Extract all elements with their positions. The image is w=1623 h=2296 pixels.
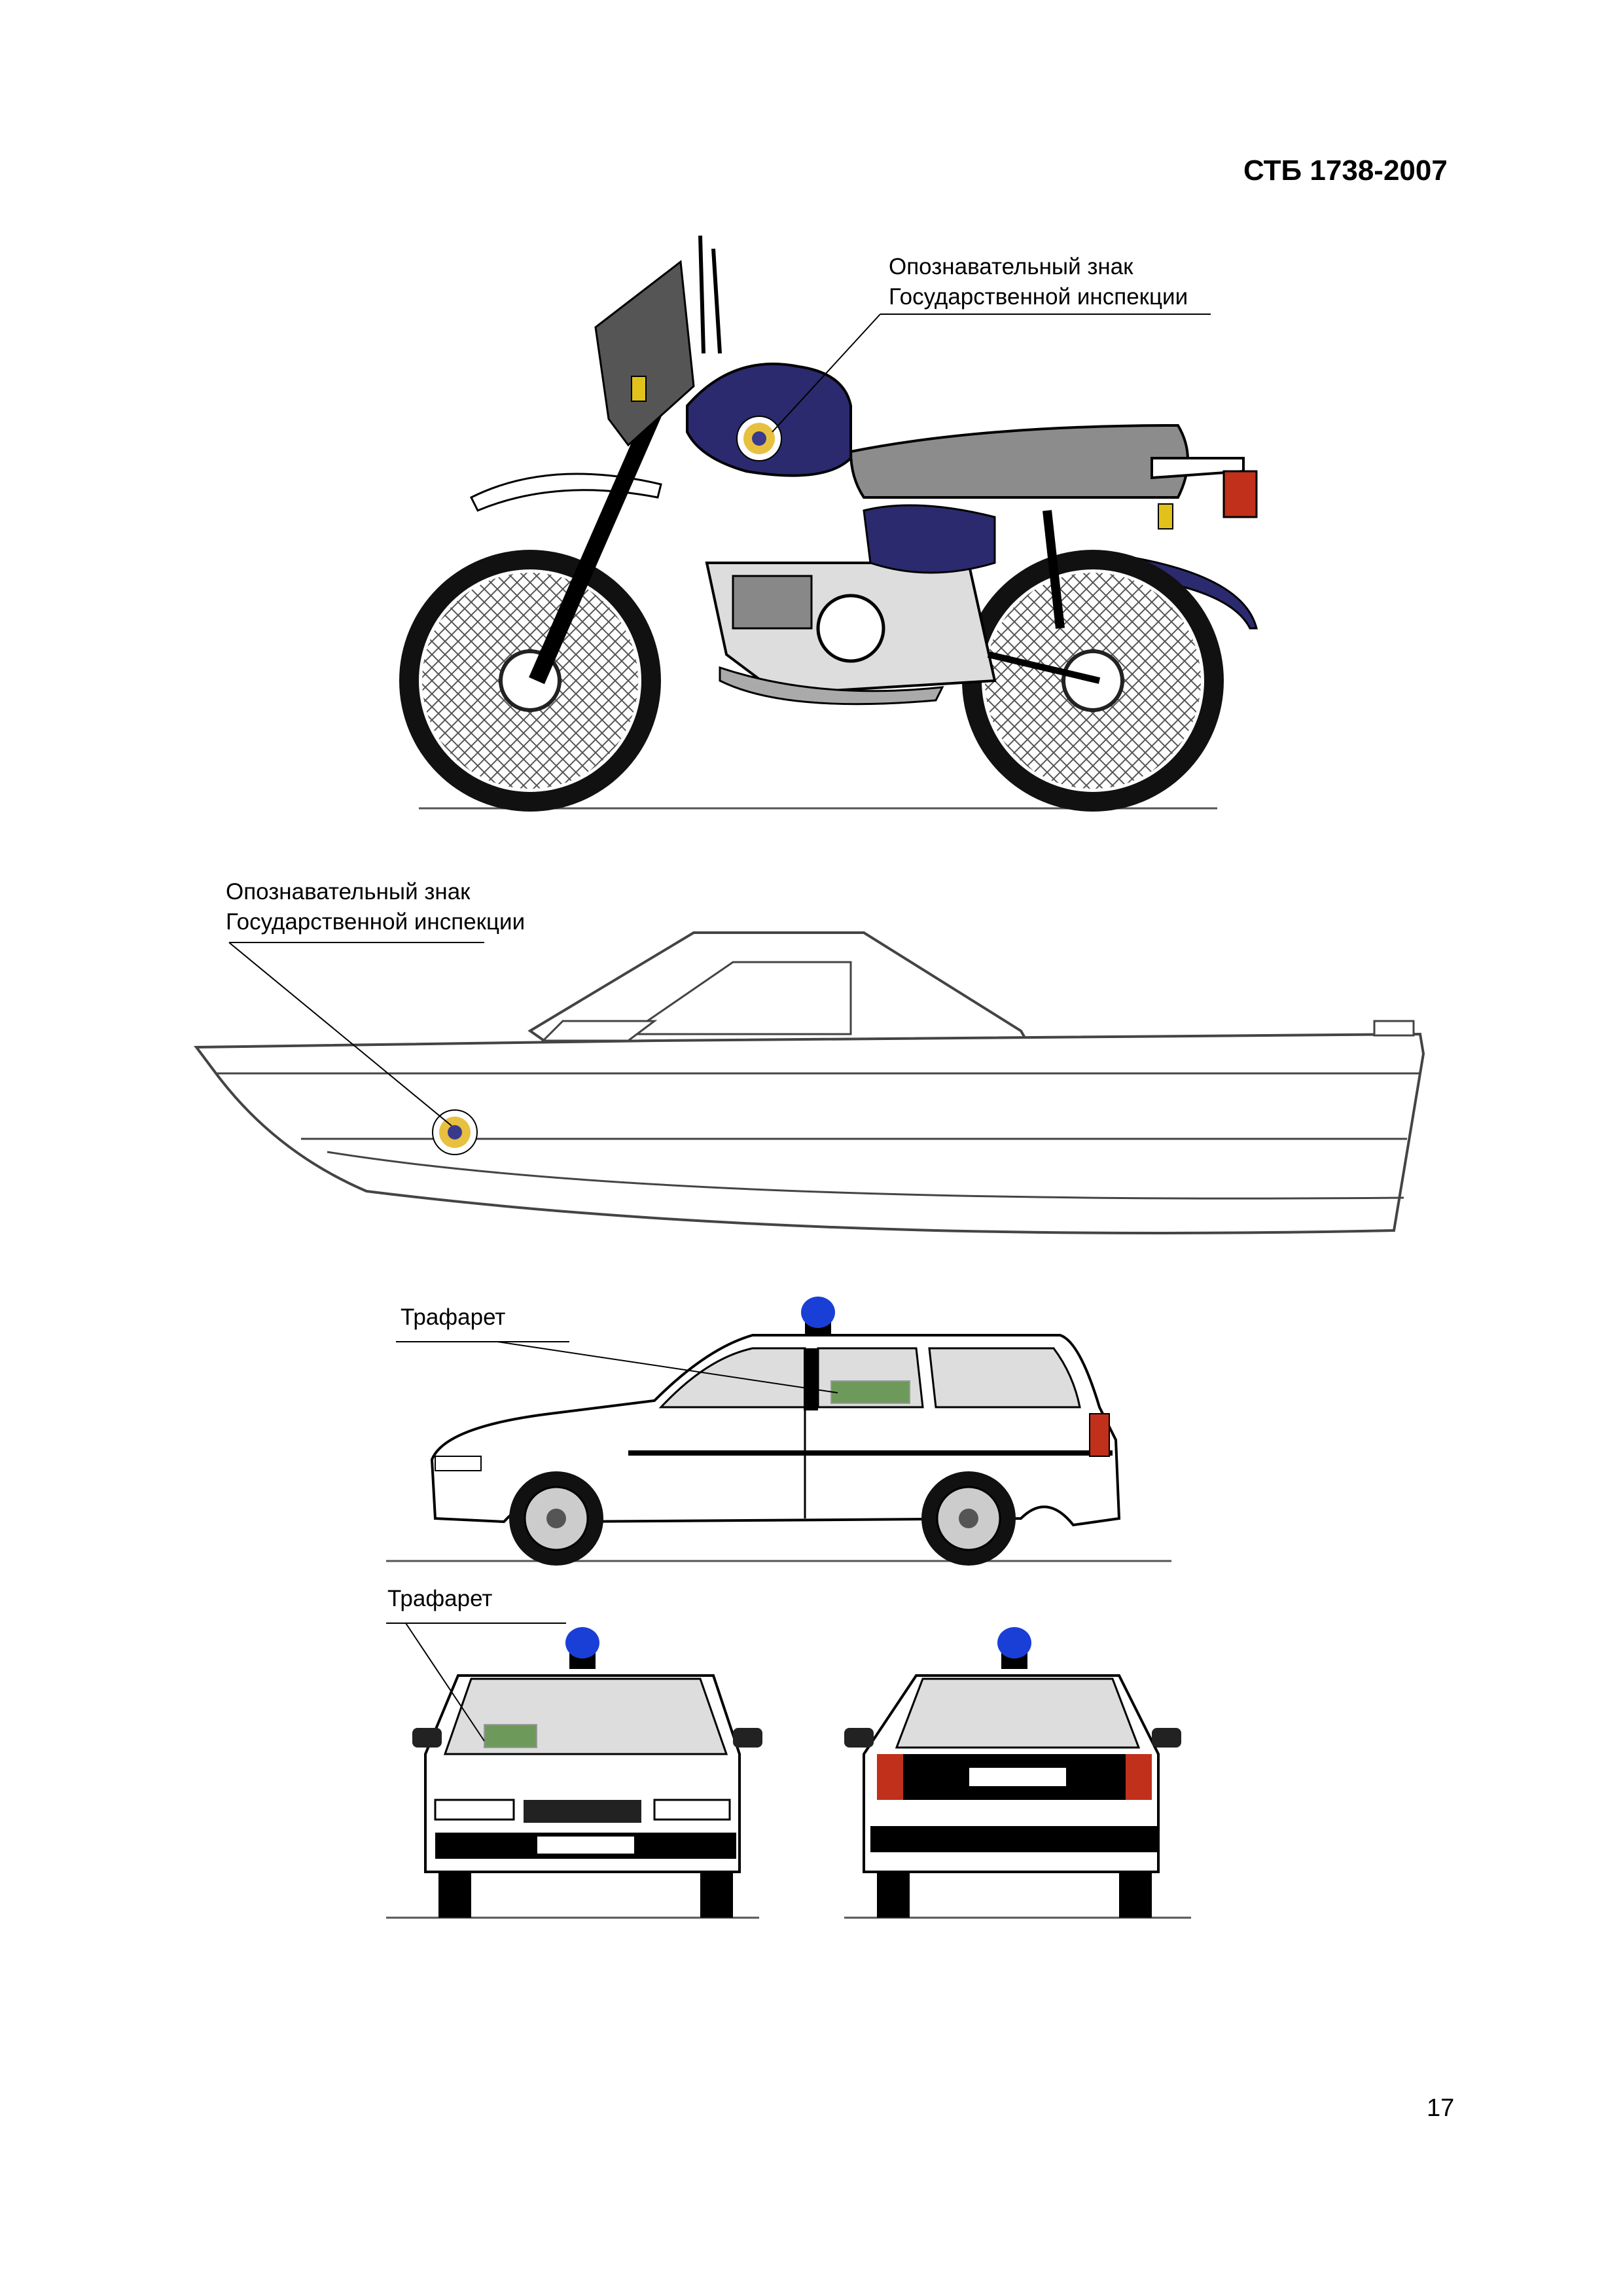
car-front-callout-leader (405, 1623, 485, 1742)
side-cover (863, 504, 996, 574)
front-turn-signal (631, 376, 647, 402)
boat-emblem (432, 1109, 478, 1155)
car-front-right-tire (700, 1872, 733, 1918)
standard-code: СТБ 1738-2007 (1243, 154, 1448, 187)
car-rear-drawing (844, 1627, 1191, 1919)
car-front-left-tire (438, 1872, 471, 1918)
car-rear-window (895, 1677, 1141, 1749)
car-side-rear-wheel (921, 1471, 1016, 1566)
car-side-drawing (386, 1297, 1171, 1566)
exhaust-pipe (719, 666, 944, 706)
car-front-grille (524, 1800, 641, 1823)
car-rear-right-light (1126, 1754, 1152, 1800)
boat-hull (194, 1032, 1425, 1234)
car-side-front-wheel (509, 1471, 603, 1566)
motorcycle-callout-line1: Опознавательный знак (889, 254, 1133, 279)
front-wheel (399, 550, 661, 812)
car-side-callout-leader (497, 1341, 838, 1393)
motorcycle-drawing (399, 235, 1258, 812)
windshield (594, 260, 695, 447)
car-front-right-mirror (733, 1728, 762, 1748)
car-side-stencil (830, 1380, 910, 1404)
clutch-cover (816, 594, 885, 663)
car-front-right-headlight (653, 1799, 731, 1821)
rear-turn-signal (1158, 503, 1173, 529)
car-rear-left-mirror (844, 1728, 874, 1748)
boat-window (625, 961, 852, 1035)
car-front-plate (536, 1835, 635, 1855)
front-fender (469, 473, 662, 512)
car-side-b-pillar (804, 1348, 818, 1410)
boat-callout-line1: Опознавательный знак (226, 879, 471, 905)
seat (849, 423, 1189, 499)
boat-callout-line2: Государственной инспекции (226, 909, 526, 935)
car-rear-right-mirror (1152, 1728, 1181, 1748)
page-number: 17 (1427, 2094, 1455, 2122)
motorcycle-callout-leader (772, 314, 881, 433)
swingarm (987, 651, 1101, 684)
car-side-beacon (801, 1297, 835, 1328)
rear-shock (1043, 510, 1065, 629)
car-rear-beacon (997, 1627, 1031, 1659)
boat-stern-cleat (1373, 1020, 1415, 1037)
boat-chine (327, 1151, 1404, 1200)
car-side-cargo-window (928, 1347, 1081, 1408)
motorcycle-emblem (736, 416, 782, 461)
car-front-drawing (386, 1623, 762, 1919)
motorcycle-callout: Опознавательный знак Государственной инс… (889, 252, 1188, 312)
car-side-tail-light (1089, 1413, 1110, 1457)
car-front-stencil (484, 1724, 537, 1748)
car-rear-right-tire (1119, 1872, 1152, 1918)
car-side-callout: Трафарет (401, 1304, 506, 1330)
car-side-headlight (435, 1456, 482, 1471)
car-rear-bumper (870, 1826, 1158, 1852)
car-rear-left-light (877, 1754, 903, 1800)
boat-drawing (194, 931, 1425, 1234)
tail-light (1222, 470, 1258, 518)
mirror-stalk-2 (711, 248, 722, 354)
car-front-left-headlight (434, 1799, 515, 1821)
boat-callout: Опознавательный знак Государственной инс… (226, 877, 525, 937)
motorcycle-callout-line2: Государственной инспекции (889, 284, 1188, 310)
car-front-left-mirror (412, 1728, 442, 1748)
mirror-stalk (698, 235, 705, 354)
cylinder (732, 575, 813, 630)
car-front-callout: Трафарет (387, 1586, 493, 1611)
car-rear-left-tire (877, 1872, 910, 1918)
car-rear-plate (968, 1767, 1067, 1787)
car-front-beacon (565, 1627, 599, 1659)
boat-callout-leader (228, 942, 452, 1126)
